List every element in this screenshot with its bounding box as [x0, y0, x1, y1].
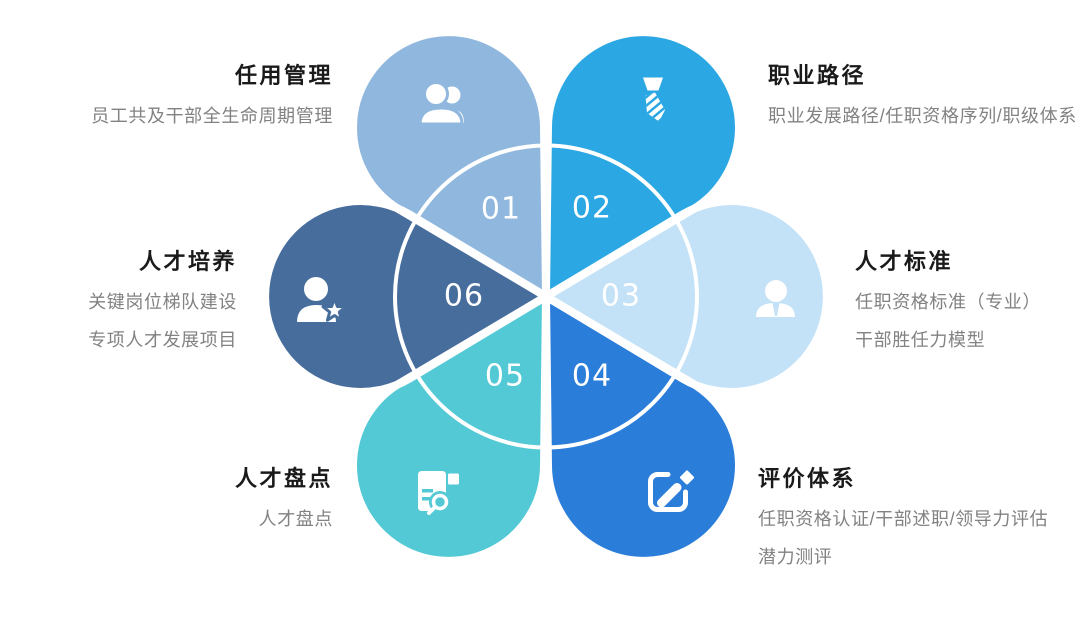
- petal-number-06: 06: [444, 279, 484, 314]
- label-career-path-title: 职业路径: [768, 63, 867, 88]
- label-appointment-sub: 员工共及干部全生命周期管理: [91, 106, 333, 126]
- label-evaluation-sub1: 任职资格认证/干部述职/领导力评估: [758, 509, 1049, 529]
- petal-number-04: 04: [572, 359, 612, 394]
- label-talent-development-sub1: 关键岗位梯队建设: [88, 292, 237, 312]
- label-talent-review-sub: 人才盘点: [258, 509, 333, 529]
- petal-number-01: 01: [481, 192, 521, 227]
- label-talent-development-title: 人才培养: [138, 249, 237, 274]
- inner-ring: [393, 143, 699, 450]
- label-talent-standard-title: 人才标准: [855, 249, 954, 274]
- label-talent-review-title: 人才盘点: [234, 466, 333, 491]
- petal-06: [265, 201, 546, 392]
- petal-05: [353, 296, 546, 561]
- petal-number-03: 03: [601, 279, 641, 314]
- label-career-path: 职业路径 职业发展路径/任职资格序列/职级体系: [768, 63, 1077, 127]
- petal-fills: [265, 32, 827, 561]
- petal-separators: [261, 28, 831, 565]
- label-talent-standard: 人才标准 任职资格标准（专业） 干部胜任力模型: [855, 249, 1041, 351]
- label-career-path-sub: 职业发展路径/任职资格序列/职级体系: [768, 106, 1077, 126]
- label-evaluation-title: 评价体系: [758, 466, 857, 491]
- label-evaluation-sub2: 潜力测评: [758, 547, 833, 567]
- petal-03: [546, 201, 827, 392]
- petal-01: [353, 32, 546, 297]
- label-talent-development-sub2: 专项人才发展项目: [88, 330, 237, 350]
- label-appointment-title: 任用管理: [234, 63, 333, 88]
- label-talent-standard-sub1: 任职资格标准（专业）: [855, 292, 1041, 312]
- label-appointment: 任用管理 员工共及干部全生命周期管理: [91, 63, 333, 127]
- label-talent-development: 人才培养 关键岗位梯队建设 专项人才发展项目: [88, 249, 237, 351]
- doc-search-icon: [418, 471, 459, 515]
- label-talent-standard-sub2: 干部胜任力模型: [855, 330, 986, 350]
- label-talent-review: 人才盘点 人才盘点: [235, 466, 333, 530]
- edit-icon: [648, 470, 694, 512]
- label-evaluation: 评价体系 任职资格认证/干部述职/领导力评估 潜力测评: [758, 466, 1048, 568]
- petal-04: [546, 296, 739, 561]
- petal-number-02: 02: [572, 191, 612, 226]
- petal-number-05: 05: [485, 359, 525, 394]
- person-icon: [756, 280, 795, 317]
- users-icon: [418, 81, 464, 126]
- petal-02: [546, 32, 739, 297]
- person-star-icon: [297, 277, 348, 322]
